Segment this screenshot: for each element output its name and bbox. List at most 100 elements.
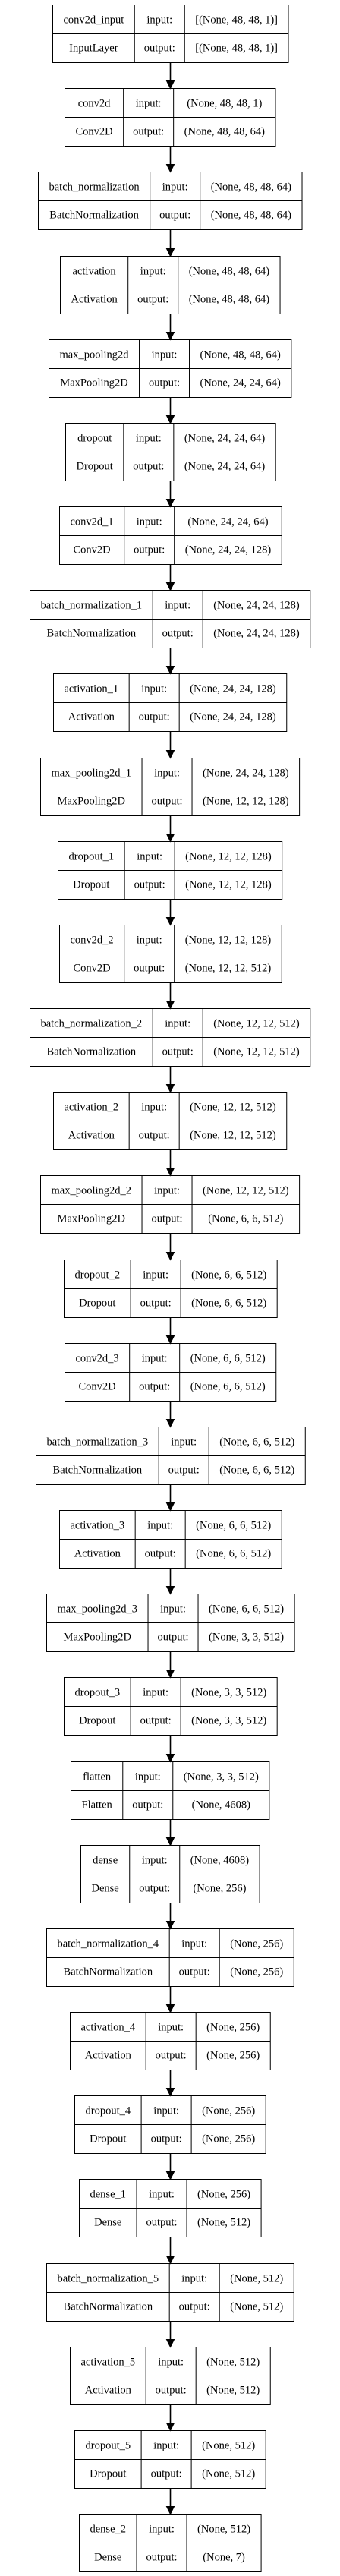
arrowhead-icon <box>165 332 175 341</box>
output-label: output: <box>139 711 170 724</box>
layer-name: activation_3 <box>71 1520 125 1532</box>
output-shape: (None, 512) <box>202 2468 255 2480</box>
layer-type: BatchNormalization <box>64 2301 153 2313</box>
layer-name: activation_5 <box>81 2357 136 2369</box>
layer-node: batch_normalization_5BatchNormalizationi… <box>46 2263 294 2322</box>
output-label: output: <box>168 1465 200 1477</box>
input-label: input: <box>160 1603 186 1616</box>
input-shape: (None, 3, 3, 512) <box>184 1771 259 1783</box>
layer-type: Dropout <box>77 461 113 473</box>
layer-type: Activation <box>68 711 115 724</box>
layer-name: conv2d_2 <box>71 935 114 947</box>
edge-arrow <box>165 314 175 341</box>
edge-arrow <box>165 62 175 90</box>
edge-arrow <box>165 2404 175 2432</box>
edge-arrow <box>165 1735 175 1763</box>
input-label: input: <box>158 2022 184 2034</box>
output-shape: (None, 12, 12, 512) <box>185 963 272 975</box>
input-label: input: <box>147 1520 173 1532</box>
edge-arrow <box>165 1819 175 1846</box>
layer-name: activation <box>73 266 117 278</box>
edge-arrow <box>165 1986 175 2013</box>
layer-type: Dropout <box>79 1715 115 1727</box>
arrowhead-icon <box>165 750 175 759</box>
layer-node: batch_normalization_1BatchNormalizationi… <box>30 590 311 648</box>
arrowhead-icon <box>165 582 175 591</box>
output-shape: (None, 48, 48, 64) <box>184 126 265 138</box>
layer-node: activationActivationinput:output:(None, … <box>60 256 281 314</box>
layer-node: activation_5Activationinput:output:(None… <box>70 2347 271 2405</box>
input-shape: (None, 24, 24, 128) <box>203 768 289 780</box>
layer-name: batch_normalization <box>49 181 140 194</box>
input-label: input: <box>158 2357 184 2369</box>
output-label: output: <box>132 1799 163 1811</box>
edge-arrow <box>165 2488 175 2515</box>
input-label: input: <box>136 433 162 445</box>
output-label: output: <box>151 1213 182 1225</box>
layer-name: conv2d_1 <box>71 516 114 528</box>
output-label: output: <box>134 963 165 975</box>
arrowhead-icon <box>165 1502 175 1512</box>
layer-name: conv2d <box>78 98 111 110</box>
input-label: input: <box>136 98 162 110</box>
input-label: input: <box>162 181 188 194</box>
output-shape: (None, 12, 12, 512) <box>213 1046 300 1058</box>
input-shape: (None, 6, 6, 512) <box>196 1520 271 1532</box>
edge-arrow <box>165 481 175 508</box>
output-shape: (None, 12, 12, 128) <box>203 796 289 808</box>
input-shape: (None, 24, 24, 128) <box>213 600 300 612</box>
layer-name: batch_normalization_4 <box>58 1938 159 1950</box>
arrowhead-icon <box>165 2423 175 2432</box>
layer-type: Activation <box>68 1130 115 1142</box>
output-shape: (None, 512) <box>206 2385 260 2397</box>
layer-name: batch_normalization_3 <box>47 1436 149 1449</box>
input-shape: (None, 512) <box>230 2273 283 2285</box>
output-label: output: <box>159 210 190 222</box>
output-shape: (None, 12, 12, 512) <box>190 1130 276 1142</box>
input-shape: (None, 6, 6, 512) <box>191 1269 266 1282</box>
output-shape: (None, 48, 48, 64) <box>211 210 291 222</box>
edge-arrow <box>165 648 175 675</box>
output-label: output: <box>134 879 165 891</box>
layer-type: Dropout <box>90 2133 126 2146</box>
arrowhead-icon <box>165 917 175 926</box>
layer-name: activation_4 <box>81 2022 136 2034</box>
output-shape: (None, 24, 24, 64) <box>200 377 281 389</box>
edge-arrow <box>165 397 175 424</box>
output-label: output: <box>156 2050 187 2062</box>
arrowhead-icon <box>165 1837 175 1846</box>
output-shape: (None, 6, 6, 512) <box>208 1213 283 1225</box>
output-label: output: <box>140 1715 172 1727</box>
arrowhead-icon <box>165 1335 175 1345</box>
edge-arrow <box>165 1903 175 1930</box>
input-shape: (None, 48, 48, 64) <box>189 266 269 278</box>
edge-arrow <box>165 1066 175 1093</box>
layer-name: batch_normalization_1 <box>41 600 143 612</box>
layer-name: max_pooling2d_2 <box>52 1185 132 1197</box>
input-label: input: <box>165 1018 190 1030</box>
input-shape: (None, 12, 12, 128) <box>185 851 272 863</box>
input-shape: (None, 48, 48, 64) <box>211 181 291 194</box>
edge-arrow <box>165 1568 175 1595</box>
edge-arrow <box>165 229 175 257</box>
input-shape: (None, 256) <box>230 1938 283 1950</box>
arrowhead-icon <box>165 1586 175 1595</box>
output-shape: (None, 7) <box>203 2552 245 2564</box>
layer-type: MaxPooling2D <box>58 796 125 808</box>
layer-node: batch_normalization_4BatchNormalizationi… <box>46 1928 294 1987</box>
input-label: input: <box>171 1436 197 1449</box>
layer-name: dense <box>93 1855 118 1867</box>
arrowhead-icon <box>165 1168 175 1177</box>
input-label: input: <box>137 851 162 863</box>
input-label: input: <box>146 14 172 27</box>
layer-type: Dropout <box>73 879 109 891</box>
output-shape: (None, 24, 24, 64) <box>184 461 265 473</box>
layer-type: Activation <box>71 294 118 306</box>
output-label: output: <box>139 1130 170 1142</box>
